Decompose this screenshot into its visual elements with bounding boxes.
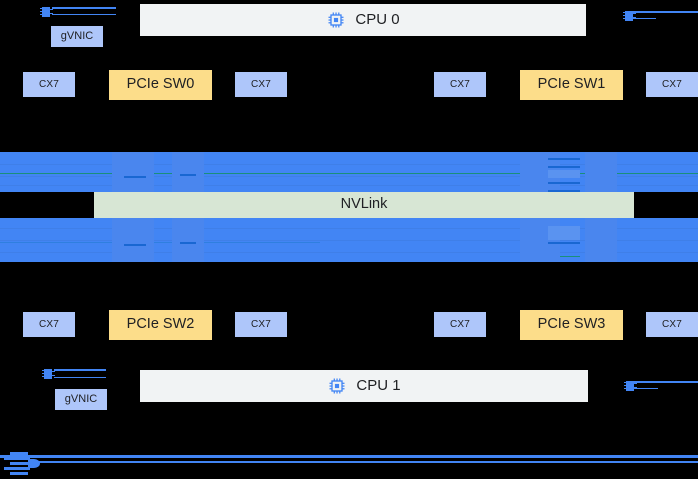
gpu-band-upper	[0, 152, 698, 192]
network-fabric-line-secondary	[36, 461, 698, 463]
pcie-switch-label: PCIe SW3	[537, 316, 606, 333]
gvnic-label: gVNIC	[60, 30, 94, 43]
nic-wire-bottom-right	[634, 381, 698, 383]
cpu-chip-icon	[327, 376, 347, 396]
nic-wire-thin-top-left	[52, 14, 116, 15]
cx7-label: CX7	[250, 319, 272, 330]
gpu-node	[112, 218, 154, 262]
nic-port-icon-top-right	[623, 10, 636, 23]
cx7-nic-0[interactable]: CX7	[23, 72, 75, 97]
nic-port-icon-bottom-right	[624, 380, 637, 393]
gvnic-label: gVNIC	[64, 393, 98, 406]
cx7-label: CX7	[38, 319, 60, 330]
nic-port-icon-top-left	[40, 6, 53, 19]
cpu-chip-icon	[326, 10, 346, 30]
network-fabric-line	[0, 455, 698, 458]
cx7-nic-3[interactable]: CX7	[646, 72, 698, 97]
gpu-node	[112, 152, 154, 192]
gpu-node	[520, 218, 560, 262]
cx7-label: CX7	[449, 319, 471, 330]
cx7-label: CX7	[449, 79, 471, 90]
cx7-nic-7[interactable]: CX7	[646, 312, 698, 337]
cpu-0-box[interactable]: CPU 0	[140, 4, 586, 36]
nic-wire-top-right	[632, 11, 698, 13]
cx7-nic-6[interactable]: CX7	[434, 312, 486, 337]
network-switch-icon	[2, 450, 42, 478]
cx7-label: CX7	[661, 319, 683, 330]
nic-wire-thin-bottom-right	[634, 388, 658, 389]
pcie-switch-3[interactable]: PCIe SW3	[520, 310, 623, 340]
nvlink-label: NVLink	[340, 196, 388, 213]
pcie-switch-label: PCIe SW2	[126, 316, 195, 333]
cpu-1-box[interactable]: CPU 1	[140, 370, 588, 402]
nic-wire-top-left	[52, 7, 116, 9]
nic-port-icon-bottom-left	[42, 368, 55, 381]
pcie-switch-1[interactable]: PCIe SW1	[520, 70, 623, 100]
nic-wire-thin-bottom-left	[54, 377, 106, 378]
cx7-nic-2[interactable]: CX7	[434, 72, 486, 97]
gpu-node	[172, 152, 204, 192]
gpu-node	[585, 152, 617, 192]
gvnic-top-left[interactable]: gVNIC	[51, 26, 103, 47]
cx7-label: CX7	[38, 79, 60, 90]
pcie-switch-label: PCIe SW0	[126, 76, 195, 93]
cpu-1-label: CPU 1	[356, 376, 401, 394]
cx7-nic-5[interactable]: CX7	[235, 312, 287, 337]
gpu-node	[585, 218, 617, 262]
gvnic-bottom-left[interactable]: gVNIC	[55, 389, 107, 410]
cx7-nic-1[interactable]: CX7	[235, 72, 287, 97]
pcie-switch-0[interactable]: PCIe SW0	[109, 70, 212, 100]
nvlink-bar[interactable]: NVLink	[94, 192, 634, 218]
nic-wire-thin-top-right	[632, 18, 656, 19]
nic-wire-bottom-left	[54, 369, 106, 371]
pcie-switch-2[interactable]: PCIe SW2	[109, 310, 212, 340]
cpu-0-label: CPU 0	[355, 10, 400, 28]
cx7-nic-4[interactable]: CX7	[23, 312, 75, 337]
cx7-label: CX7	[250, 79, 272, 90]
gpu-band-lower	[0, 218, 698, 262]
cx7-label: CX7	[661, 79, 683, 90]
gpu-node	[172, 218, 204, 262]
pcie-switch-label: PCIe SW1	[537, 76, 606, 93]
